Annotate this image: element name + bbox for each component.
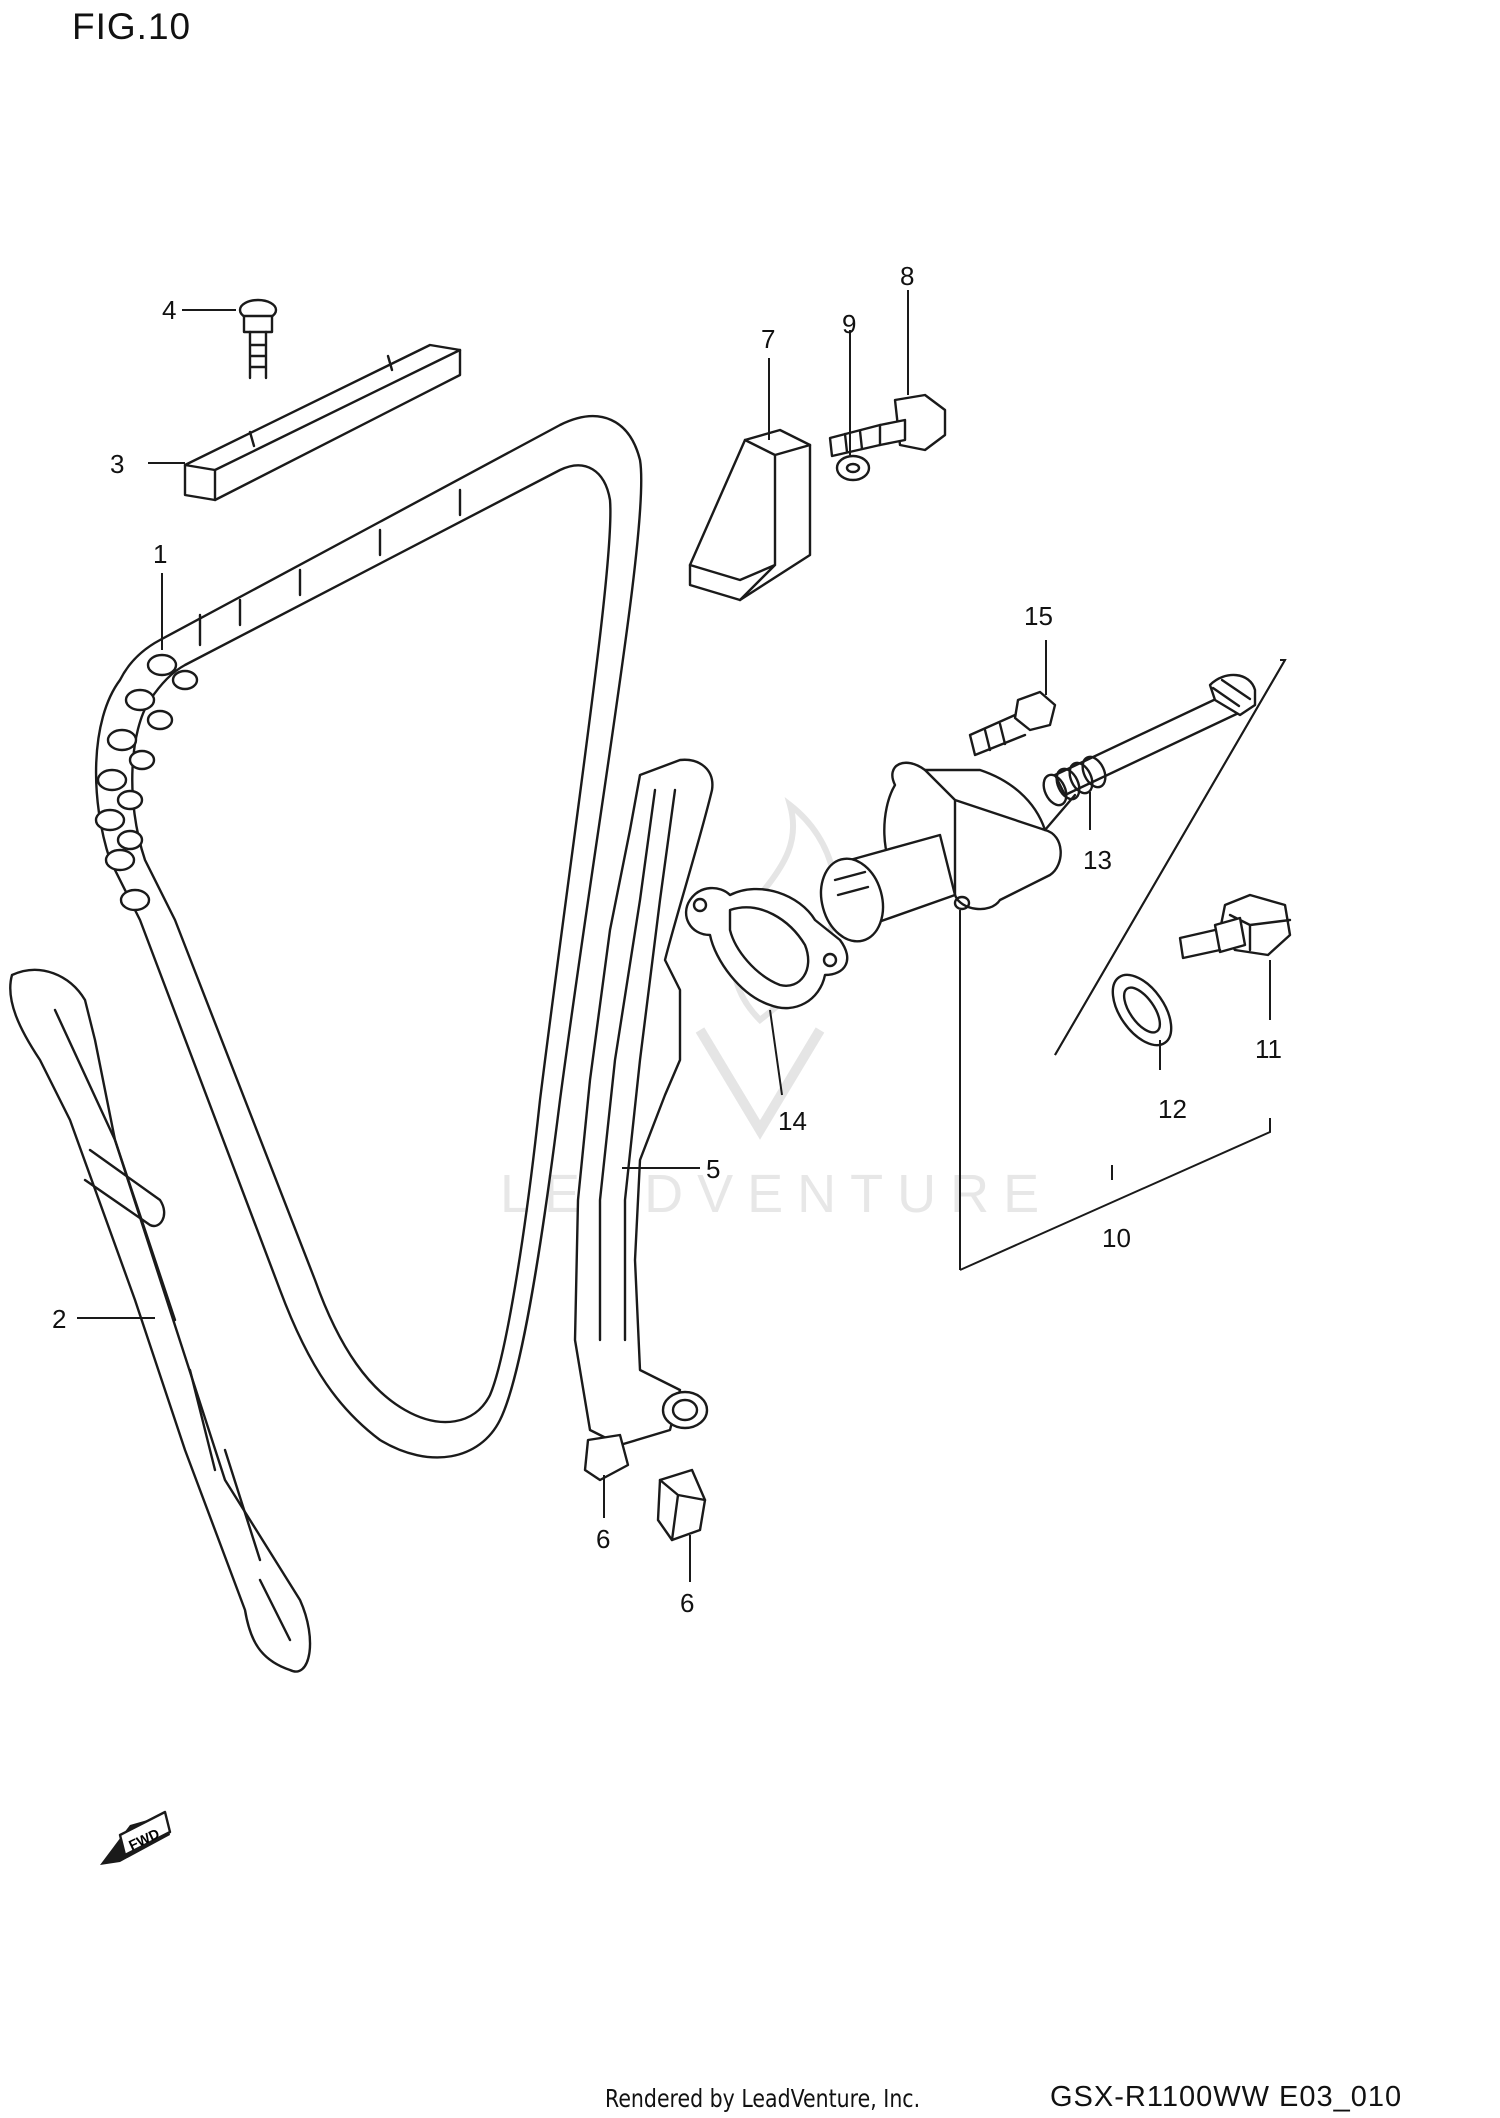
callout-6-right: 6 — [680, 1588, 694, 1618]
callout-9: 9 — [842, 309, 856, 339]
guide-block — [688, 428, 812, 602]
callout-3: 3 — [110, 449, 124, 479]
callout-10: 10 — [1102, 1223, 1131, 1253]
callout-15: 15 — [1024, 601, 1053, 631]
callout-7: 7 — [761, 324, 775, 354]
leader-lines — [77, 290, 1271, 1582]
callout-4: 4 — [162, 295, 176, 325]
callout-2: 2 — [52, 1304, 66, 1334]
tensioner-cap-bolt — [1178, 893, 1292, 960]
tensioner-gasket — [684, 886, 849, 1010]
footer-diagram-code: GSX-R1100WW E03_010 — [1050, 2081, 1403, 2113]
cam-chain — [94, 415, 643, 1459]
guide-screw — [238, 298, 278, 380]
damper-left — [583, 1433, 630, 1482]
washer — [835, 454, 871, 482]
footer-credit: Rendered by LeadVenture, Inc. — [605, 2084, 921, 2113]
callout-13: 13 — [1083, 845, 1112, 875]
callout-1: 1 — [153, 539, 167, 569]
callout-5: 5 — [706, 1154, 720, 1184]
chain-guide-fixed — [573, 758, 714, 1447]
tensioner-spring — [1042, 755, 1107, 807]
chain-tensioner-guide — [9, 968, 312, 1673]
chain-guide-top — [183, 343, 462, 502]
callout-labels: 1 2 3 4 5 6 6 7 8 9 10 11 12 13 14 15 — [52, 261, 1282, 1618]
block-bolt — [828, 393, 947, 458]
fwd-arrow-icon: FWD — [100, 1810, 172, 1865]
callout-11: 11 — [1255, 1034, 1282, 1064]
chain-links — [94, 653, 199, 912]
callout-12: 12 — [1158, 1094, 1187, 1124]
damper-right — [656, 1468, 707, 1542]
figure-title: FIG.10 — [72, 6, 192, 47]
cap-bolt-washer — [1111, 973, 1173, 1047]
callout-14: 14 — [778, 1106, 807, 1136]
callout-8: 8 — [900, 261, 914, 291]
tensioner-bolt — [968, 690, 1057, 757]
assembly-bracket — [959, 659, 1287, 1271]
callout-6-left: 6 — [596, 1524, 610, 1554]
